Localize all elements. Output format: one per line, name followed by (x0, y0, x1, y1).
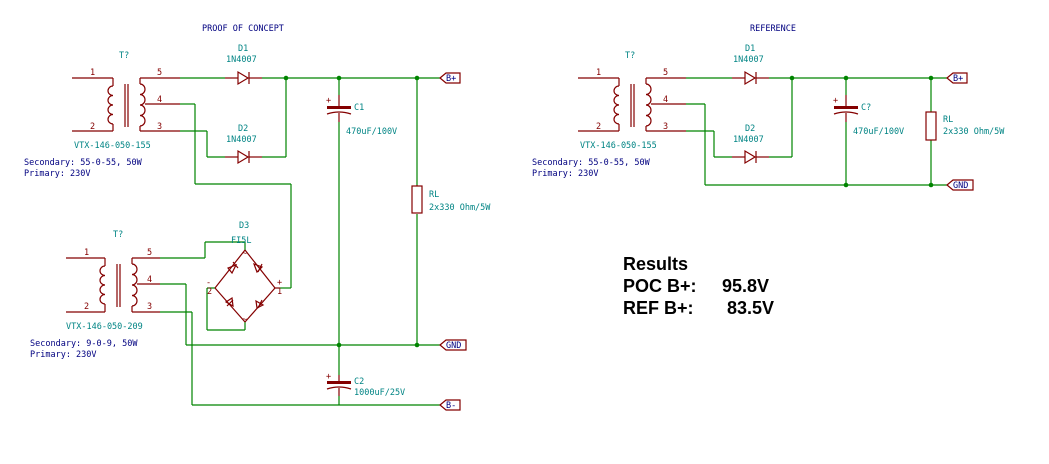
poc-c2-ref: C2 (354, 377, 364, 387)
poc-label-gnd (439, 339, 467, 351)
poc-t2-pin5: 5 (147, 248, 152, 258)
poc-t2-pin2: 2 (84, 302, 89, 312)
poc-t2-secondary: Secondary: 9-0-9, 50W (30, 339, 138, 349)
poc-d1-ref: D1 (238, 44, 248, 54)
ref-diode-d1 (732, 70, 769, 86)
ref-c-value: 470uF/100V (853, 127, 904, 137)
poc-d2-value: 1N4007 (226, 135, 257, 145)
poc-t2-ref: T? (113, 230, 123, 240)
ref-d2-value: 1N4007 (733, 135, 764, 145)
results-ref-value: 83.5V (727, 298, 774, 318)
ref-t1-part: VTX-146-050-155 (580, 141, 657, 151)
ref-label-bplus (946, 72, 968, 84)
ref-d2-ref: D2 (745, 124, 755, 134)
poc-d3-ac-bottom: ~ (242, 315, 247, 325)
poc-c1-polarity: + (326, 96, 331, 106)
poc-t1-pin5: 5 (157, 68, 162, 78)
poc-junction (414, 75, 420, 81)
ref-junction (928, 182, 934, 188)
poc-label-bplus (439, 72, 461, 84)
ref-rl-value: 2x330 Ohm/5W (943, 127, 1005, 137)
poc-capacitor-c2 (326, 375, 352, 396)
ref-junction (789, 75, 795, 81)
poc-t1-primary: Primary: 230V (24, 169, 91, 179)
poc-transformer-2 (66, 257, 160, 313)
ref-t1-secondary: Secondary: 55-0-55, 50W (532, 158, 651, 168)
ref-t1-pin4: 4 (663, 95, 668, 105)
poc-bplus-text: B+ (446, 74, 456, 84)
poc-d3-plus: + (277, 278, 282, 288)
ref-t1-pin1: 1 (596, 68, 601, 78)
poc-t1-part: VTX-146-050-155 (74, 141, 151, 151)
results-title: Results (623, 254, 688, 274)
ref-t1-pin5: 5 (663, 68, 668, 78)
poc-t1-pin4: 4 (157, 95, 162, 105)
poc-t1-pin3: 3 (157, 122, 162, 132)
ref-diode-d2 (732, 149, 769, 165)
poc-t2-pin3: 3 (147, 302, 152, 312)
ref-label-gnd (946, 179, 974, 191)
ref-capacitor (833, 95, 859, 122)
poc-t1-ref: T? (119, 51, 129, 61)
poc-junction (336, 342, 342, 348)
poc-d3-pin1: 1 (277, 287, 282, 297)
poc-t2-pin4: 4 (147, 275, 152, 285)
poc-resistor-rl (411, 185, 423, 214)
ref-t1-pin2: 2 (596, 122, 601, 132)
results-poc-value: 95.8V (722, 276, 769, 296)
poc-t1-pin1: 1 (90, 68, 95, 78)
poc-bridge-d3 (214, 249, 279, 323)
ref-junction (843, 182, 849, 188)
ref-rl-ref: RL (943, 115, 953, 125)
poc-transformer-1 (72, 77, 180, 132)
poc-diode-d2 (225, 149, 262, 165)
ref-t1-primary: Primary: 230V (532, 169, 599, 179)
poc-d3-value: FI5L (231, 236, 251, 246)
poc-c2-polarity: + (326, 372, 331, 382)
poc-d1-value: 1N4007 (226, 55, 257, 65)
ref-t1-pin3: 3 (663, 122, 668, 132)
ref-c-polarity: + (833, 96, 838, 106)
poc-d3-ac-top: ~ (242, 249, 247, 259)
poc-t1-pin2: 2 (90, 122, 95, 132)
ref-c-ref: C? (861, 103, 871, 113)
ref-wires (686, 77, 947, 186)
poc-title: PROOF OF CONCEPT (202, 24, 284, 34)
poc-d3-ref: D3 (239, 221, 249, 231)
results-ref-label: REF B+: (623, 298, 694, 318)
poc-d3-pin2: 2 (207, 287, 212, 297)
ref-resistor-rl (925, 111, 937, 141)
poc-rl-value: 2x330 Ohm/5W (429, 203, 491, 213)
poc-t2-part: VTX-146-050-209 (66, 322, 143, 332)
poc-bminus-text: B- (446, 401, 456, 411)
ref-d1-value: 1N4007 (733, 55, 764, 65)
ref-t1-ref: T? (625, 51, 635, 61)
poc-gnd-text: GND (446, 341, 461, 351)
poc-junction (283, 75, 289, 81)
poc-label-bminus (439, 399, 461, 411)
ref-junction (843, 75, 849, 81)
reference-title: REFERENCE (750, 24, 796, 34)
ref-d1-ref: D1 (745, 44, 755, 54)
poc-t2-primary: Primary: 230V (30, 350, 97, 360)
poc-capacitor-c1 (326, 95, 352, 122)
results-poc-label: POC B+: (623, 276, 697, 296)
ref-gnd-text: GND (953, 181, 968, 191)
poc-d2-ref: D2 (238, 124, 248, 134)
poc-t1-secondary: Secondary: 55-0-55, 50W (24, 158, 143, 168)
poc-c1-ref: C1 (354, 103, 364, 113)
ref-junction (928, 75, 934, 81)
poc-junction (414, 342, 420, 348)
poc-rl-ref: RL (429, 190, 439, 200)
poc-t2-pin1: 1 (84, 248, 89, 258)
poc-c2-value: 1000uF/25V (354, 388, 405, 398)
poc-junction (336, 75, 342, 81)
ref-bplus-text: B+ (953, 74, 963, 84)
ref-transformer (578, 77, 686, 132)
poc-d3-minus: - (206, 278, 211, 288)
poc-wires (160, 77, 440, 406)
poc-c1-value: 470uF/100V (346, 127, 397, 137)
poc-diode-d1 (225, 70, 262, 86)
